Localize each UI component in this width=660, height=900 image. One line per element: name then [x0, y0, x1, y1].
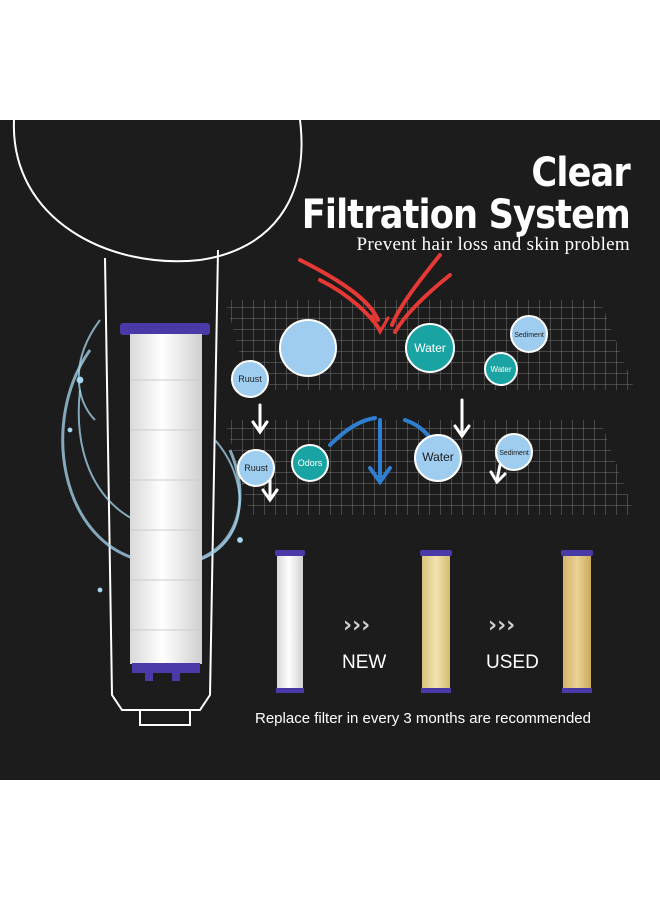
incoming-water-arrows — [298, 253, 452, 336]
particle-label-water-large: Water — [414, 341, 446, 355]
used-label: USED — [486, 652, 539, 673]
top-layer-particles: Water Sediment Water Ruust — [231, 315, 548, 398]
particle-label-odors: Odors — [298, 458, 323, 468]
particle-label-water-small: Water — [490, 365, 511, 374]
particle-label-sediment-top: Sediment — [514, 332, 544, 339]
chevrons-new: ››› — [343, 613, 370, 638]
particle-label-water-bottom: Water — [422, 450, 454, 464]
shower-head-outline — [12, 120, 303, 726]
used-filter-dark — [561, 550, 593, 693]
main-filter-cartridge — [120, 323, 210, 681]
product-banner: Water Sediment Water Ruust Ruust Odors W… — [0, 120, 660, 780]
flow-arrows — [251, 398, 507, 503]
headline-subtitle: Prevent hair loss and skin problem — [356, 234, 630, 255]
particle-label-ruust-bottom: Ruust — [244, 463, 268, 473]
particle-label-ruust-top: Ruust — [238, 374, 262, 384]
bottom-layer-particles: Ruust Odors Water Sediment — [237, 433, 533, 487]
particle-label-sediment-bottom: Sediment — [499, 450, 529, 457]
new-label: NEW — [342, 652, 387, 673]
chevrons-used: ››› — [488, 613, 515, 638]
headline-line-2: Filtration System — [301, 192, 631, 238]
replacement-note: Replace filter in every 3 months are rec… — [255, 710, 591, 727]
used-filter-light — [420, 550, 452, 693]
new-filter — [275, 550, 305, 693]
filtration-illustration: Water Sediment Water Ruust Ruust Odors W… — [12, 120, 635, 726]
headline-line-1: Clear — [531, 150, 631, 196]
